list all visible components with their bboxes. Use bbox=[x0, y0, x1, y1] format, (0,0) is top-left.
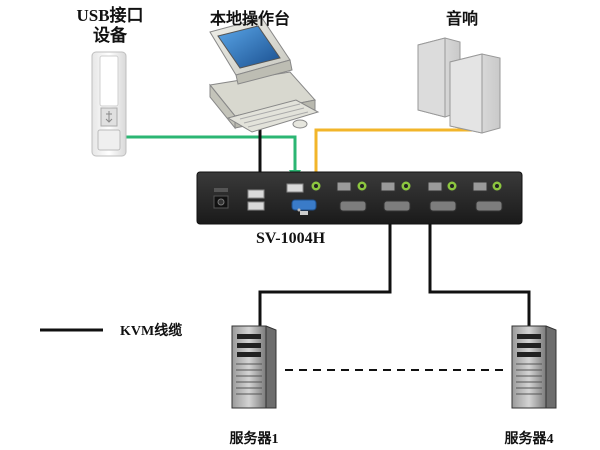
server1-kvm-cable bbox=[258, 224, 392, 326]
local-console-label: 本地操作台 bbox=[209, 11, 291, 28]
usb-device-label: USB接口 设备 bbox=[76, 6, 143, 46]
audio-cable bbox=[314, 118, 474, 180]
legend-kvm-cable-label: KVM线缆 bbox=[120, 324, 183, 339]
desktop-computer-icon bbox=[209, 17, 320, 133]
server1-label: 服务器1 bbox=[229, 432, 279, 447]
usb-device-label-line1: USB接口 bbox=[76, 6, 144, 25]
tower-server-icon-4 bbox=[511, 325, 557, 409]
tower-server-icon-1 bbox=[231, 325, 277, 409]
usb-flash-drive-icon bbox=[91, 51, 127, 157]
usb-cable bbox=[120, 135, 297, 176]
kvm-model-label: SV-1004H bbox=[256, 230, 326, 247]
usb-device-label-line2: 设备 bbox=[92, 26, 127, 45]
speakers-icon bbox=[417, 37, 501, 134]
kvm-switch-icon bbox=[196, 171, 523, 225]
server4-label: 服务器4 bbox=[504, 432, 554, 447]
server4-kvm-cable bbox=[428, 224, 531, 326]
speakers-label: 音响 bbox=[445, 11, 479, 28]
